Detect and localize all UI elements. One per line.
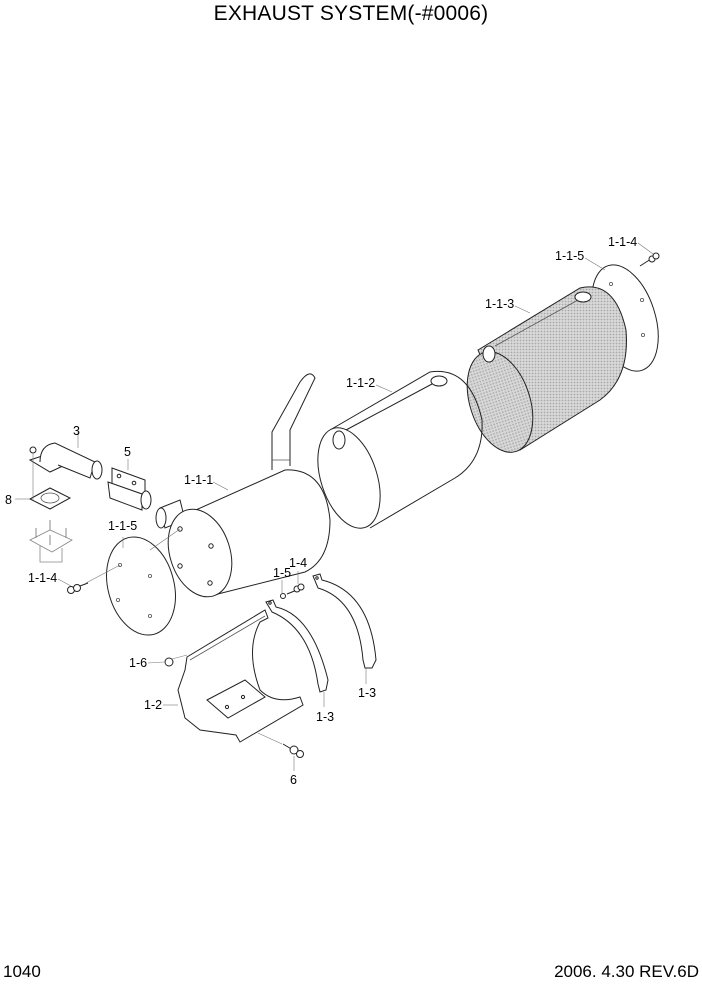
callout-labels: 1-1-4 1-1-5 1-1-3 1-1-2 3 5 1-1-1 8 1-1-…	[5, 235, 637, 787]
callout-1-1-2: 1-1-2	[346, 376, 375, 390]
callout-1-1-5-front: 1-1-5	[108, 519, 137, 533]
flange-adapter	[29, 520, 73, 563]
callout-1-5: 1-5	[273, 566, 291, 580]
page-number: 1040	[3, 962, 41, 981]
bolt-rear	[639, 252, 660, 267]
washer-1-5	[280, 593, 286, 599]
nut-1-6	[164, 657, 174, 667]
mesh-cylinder	[466, 286, 627, 453]
callout-5: 5	[124, 445, 131, 459]
strap-band-front	[265, 599, 329, 693]
callout-1-4: 1-4	[289, 556, 307, 570]
callout-1-3-front: 1-3	[316, 710, 334, 724]
leader-lines	[15, 242, 654, 771]
callout-8: 8	[5, 493, 12, 507]
callout-1-2: 1-2	[144, 698, 162, 712]
callout-1-6: 1-6	[129, 656, 147, 670]
bolt-front	[67, 582, 89, 594]
callout-3: 3	[73, 424, 80, 438]
callout-1-1-4-front: 1-1-4	[28, 571, 57, 585]
revision-stamp: 2006. 4.30 REV.6D	[554, 962, 699, 981]
callout-6: 6	[290, 773, 297, 787]
elbow-pipe	[28, 442, 103, 480]
pipe-clamp	[107, 467, 152, 511]
muffler-bracket	[177, 609, 304, 743]
muffler-body	[155, 373, 331, 598]
callout-1-1-5-rear: 1-1-5	[555, 249, 584, 263]
callout-1-3-rear: 1-3	[358, 686, 376, 700]
callout-1-1-3: 1-1-3	[485, 297, 514, 311]
callout-1-1-1: 1-1-1	[184, 473, 213, 487]
outer-shell-cylinder	[317, 370, 483, 529]
bolt-1-4	[286, 583, 305, 595]
callout-1-1-4-rear: 1-1-4	[608, 235, 637, 249]
bolt-6	[282, 743, 304, 758]
end-plate-front	[106, 536, 176, 636]
page-title: EXHAUST SYSTEM(-#0006)	[213, 2, 489, 25]
strap-band-rear	[312, 573, 377, 669]
gasket	[28, 487, 72, 510]
